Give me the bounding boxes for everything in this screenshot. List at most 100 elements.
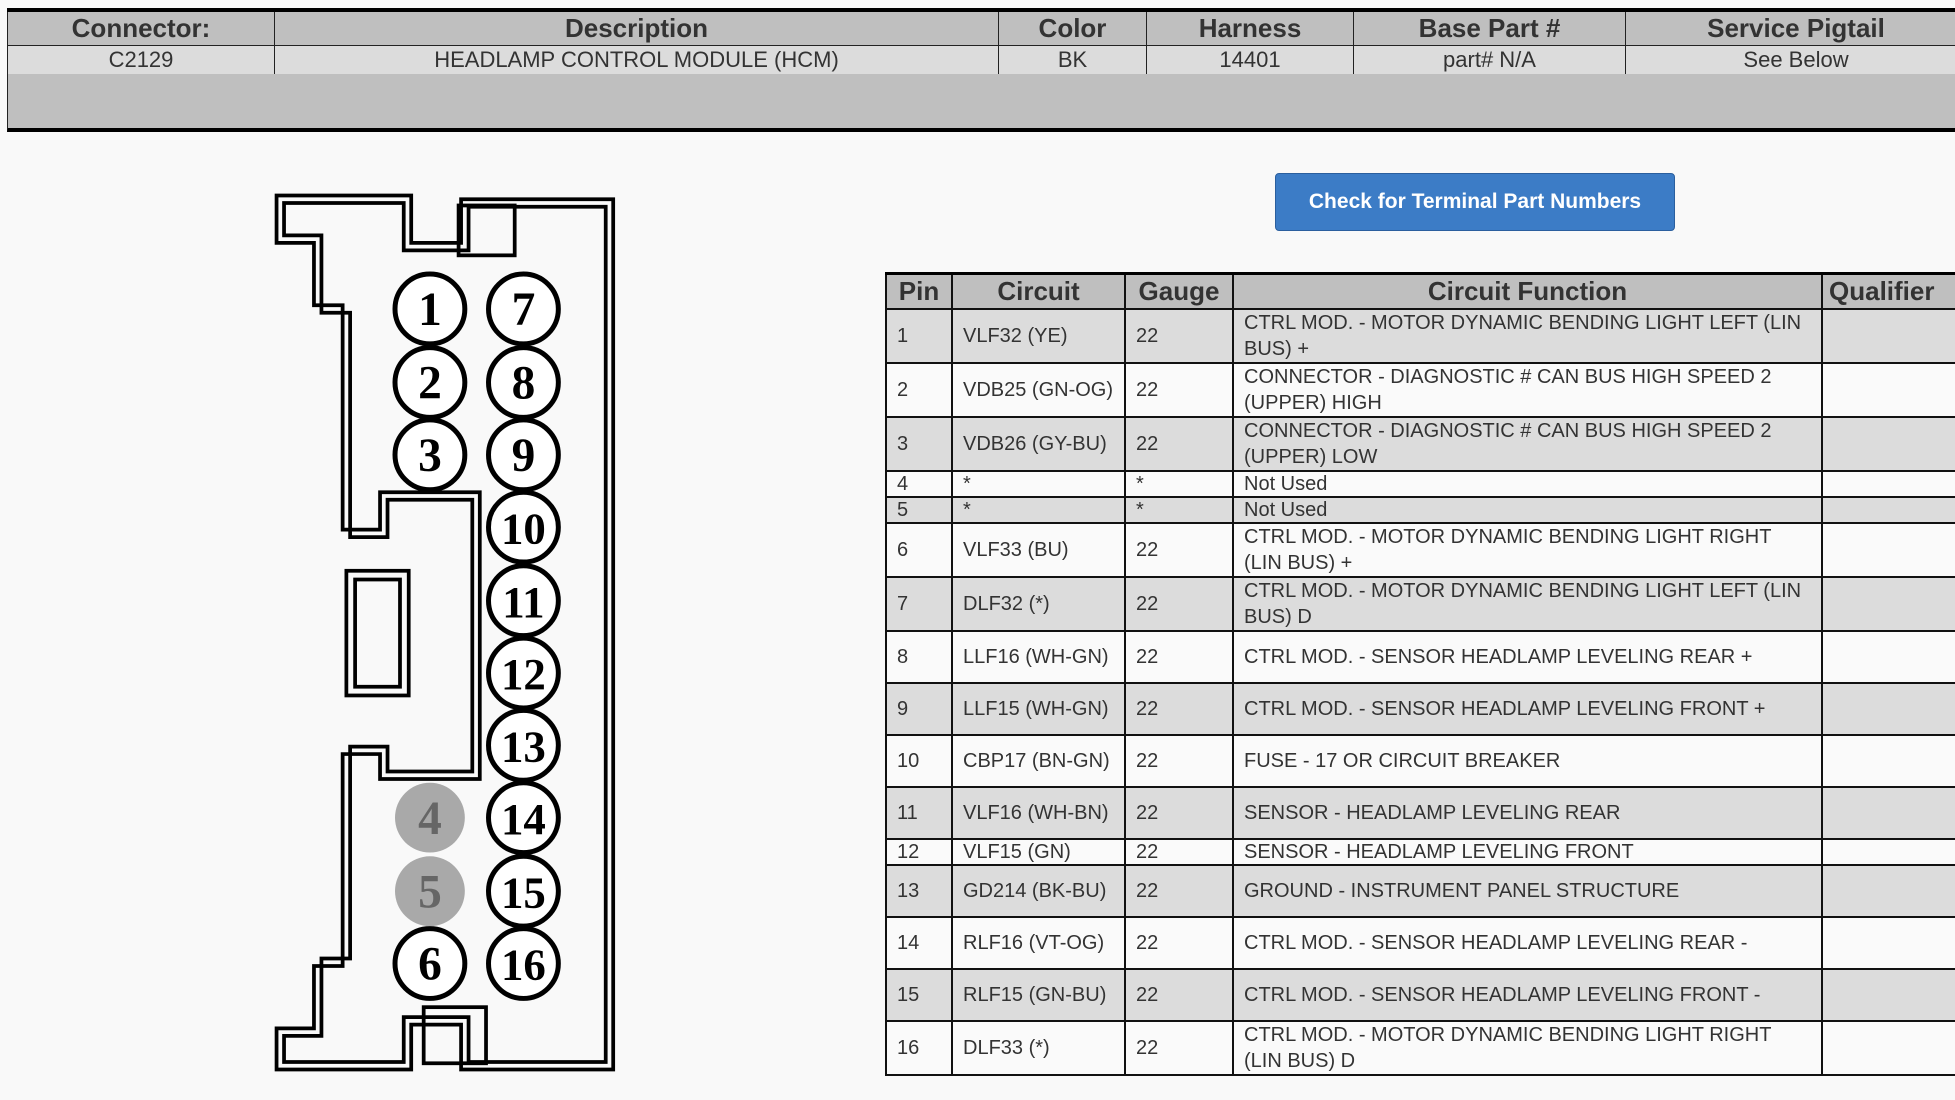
color-value: BK: [998, 45, 1147, 78]
harness-value: 14401: [1146, 45, 1354, 78]
pin-number: 10: [501, 503, 546, 553]
cell-function: CONNECTOR - DIAGNOSTIC # CAN BUS HIGH SP…: [1232, 416, 1823, 472]
cell-qualifier: [1821, 362, 1955, 418]
cell-qualifier: [1821, 786, 1955, 840]
header-harness: Harness: [1146, 8, 1354, 46]
cell-circuit: DLF32 (*): [951, 576, 1126, 632]
cell-pin: 15: [885, 968, 953, 1022]
cell-circuit: DLF33 (*): [951, 1020, 1126, 1076]
pin-number: 12: [501, 649, 546, 699]
cell-qualifier: [1821, 682, 1955, 736]
cell-function: GROUND - INSTRUMENT PANEL STRUCTURE: [1232, 864, 1823, 918]
pin-cavity: [486, 271, 561, 347]
cell-pin: 13: [885, 864, 953, 918]
service-pigtail-value: See Below: [1625, 45, 1955, 78]
table-row: 5**Not Used: [885, 496, 1955, 524]
pin-number: 3: [418, 430, 442, 482]
cell-qualifier: [1821, 734, 1955, 788]
cell-pin: 3: [885, 416, 953, 472]
cell-gauge: 22: [1124, 838, 1234, 866]
cell-function: CTRL MOD. - MOTOR DYNAMIC BENDING LIGHT …: [1232, 576, 1823, 632]
cell-circuit: CBP17 (BN-GN): [951, 734, 1126, 788]
cell-pin: 10: [885, 734, 953, 788]
cell-function: FUSE - 17 OR CIRCUIT BREAKER: [1232, 734, 1823, 788]
pin-cavity: [395, 782, 465, 853]
cell-function: CTRL MOD. - SENSOR HEADLAMP LEVELING FRO…: [1232, 682, 1823, 736]
cell-function: CTRL MOD. - SENSOR HEADLAMP LEVELING REA…: [1232, 916, 1823, 970]
pin-number: 13: [501, 722, 546, 772]
cell-pin: 16: [885, 1020, 953, 1076]
base-part-value: part# N/A: [1353, 45, 1626, 78]
description-value: HEADLAMP CONTROL MODULE (HCM): [274, 45, 999, 78]
pin-cavity: [392, 271, 468, 347]
cell-gauge: 22: [1124, 786, 1234, 840]
pin-number: 6: [418, 939, 442, 991]
cell-qualifier: [1821, 576, 1955, 632]
cell-gauge: 22: [1124, 916, 1234, 970]
cell-gauge: 22: [1124, 308, 1234, 364]
info-band: [7, 74, 1955, 132]
cell-gauge: 22: [1124, 522, 1234, 578]
cell-function: Not Used: [1232, 470, 1823, 498]
cell-pin: 11: [885, 786, 953, 840]
cell-function: Not Used: [1232, 496, 1823, 524]
header-connector: Connector:: [7, 8, 275, 46]
col-circuit-function: Circuit Function: [1232, 272, 1823, 310]
cell-qualifier: [1821, 968, 1955, 1022]
pin-number: 5: [418, 866, 442, 918]
cell-circuit: VLF33 (BU): [951, 522, 1126, 578]
cell-pin: 6: [885, 522, 953, 578]
pin-number: 14: [501, 794, 546, 844]
cell-qualifier: [1821, 496, 1955, 524]
pin-cavity: [392, 926, 468, 1001]
header-description: Description: [274, 8, 999, 46]
cell-function: CTRL MOD. - MOTOR DYNAMIC BENDING LIGHT …: [1232, 308, 1823, 364]
cell-qualifier: [1821, 522, 1955, 578]
cell-circuit: LLF15 (WH-GN): [951, 682, 1126, 736]
pin-number: 9: [512, 430, 536, 482]
connector-info-table: Connector: Description Color Harness Bas…: [7, 8, 1955, 78]
cell-function: CTRL MOD. - SENSOR HEADLAMP LEVELING REA…: [1232, 630, 1823, 684]
cell-circuit: VDB26 (GY-BU): [951, 416, 1126, 472]
pinout-table: Pin Circuit Gauge Circuit Function Quali…: [885, 272, 1955, 1076]
cell-pin: 4: [885, 470, 953, 498]
cell-pin: 2: [885, 362, 953, 418]
cell-circuit: VLF15 (GN): [951, 838, 1126, 866]
cell-qualifier: [1821, 416, 1955, 472]
cell-circuit: *: [951, 496, 1126, 524]
cell-function: CTRL MOD. - MOTOR DYNAMIC BENDING LIGHT …: [1232, 522, 1823, 578]
cell-function: SENSOR - HEADLAMP LEVELING REAR: [1232, 786, 1823, 840]
cell-qualifier: [1821, 308, 1955, 364]
cell-circuit: *: [951, 470, 1126, 498]
table-row: 4**Not Used: [885, 470, 1955, 498]
cell-qualifier: [1821, 916, 1955, 970]
cell-pin: 7: [885, 576, 953, 632]
cell-circuit: RLF16 (VT-OG): [951, 916, 1126, 970]
col-circuit: Circuit: [951, 272, 1126, 310]
cell-pin: 1: [885, 308, 953, 364]
cell-qualifier: [1821, 630, 1955, 684]
cell-gauge: 22: [1124, 864, 1234, 918]
cell-gauge: *: [1124, 496, 1234, 524]
pin-number: 7: [512, 284, 536, 336]
cell-circuit: RLF15 (GN-BU): [951, 968, 1126, 1022]
check-terminal-part-numbers-button[interactable]: Check for Terminal Part Numbers: [1275, 173, 1675, 231]
pin-cavity: [486, 926, 561, 1001]
pin-number: 4: [418, 793, 442, 845]
cell-function: CTRL MOD. - SENSOR HEADLAMP LEVELING FRO…: [1232, 968, 1823, 1022]
pin-cavity: [486, 780, 561, 856]
cell-function: SENSOR - HEADLAMP LEVELING FRONT: [1232, 838, 1823, 866]
cell-qualifier: [1821, 864, 1955, 918]
pin-cavity: [486, 489, 561, 565]
pin-number: 16: [501, 940, 546, 990]
cell-circuit: VLF16 (WH-BN): [951, 786, 1126, 840]
cell-circuit: LLF16 (WH-GN): [951, 630, 1126, 684]
